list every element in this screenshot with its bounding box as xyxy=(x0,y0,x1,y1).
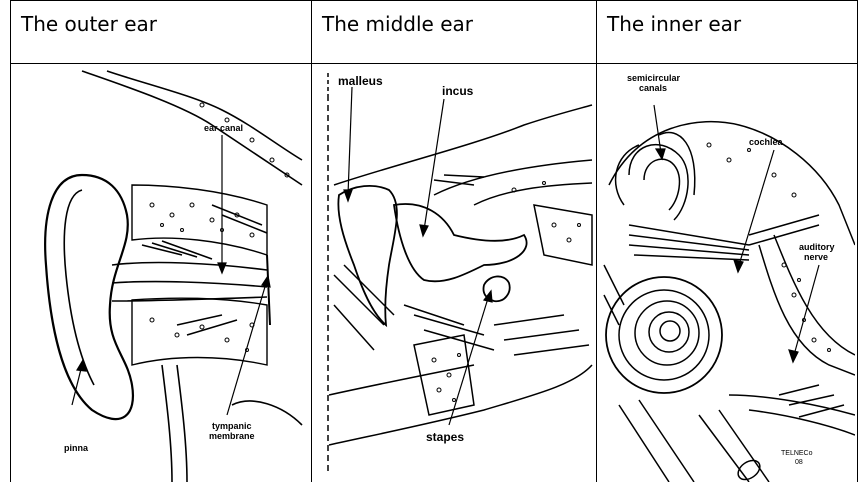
label-auditory-line2: nerve xyxy=(804,252,828,262)
inner-ear-illustration: semicircular canals cochlea auditory ner… xyxy=(599,65,855,482)
column-divider-2 xyxy=(596,0,597,482)
inner-ear-drawing: semicircular canals cochlea auditory ner… xyxy=(599,65,855,482)
header-outer-ear: The outer ear xyxy=(21,12,157,36)
outer-ear-illustration: ear canal pinna tympanic membrane xyxy=(12,65,309,482)
signature-line2: 08 xyxy=(795,459,803,466)
middle-ear-illustration: malleus incus stapes xyxy=(314,65,594,482)
table-border-top xyxy=(10,0,858,1)
label-semicircular-line1: semicircular xyxy=(627,73,681,83)
label-semicircular-line2: canals xyxy=(639,83,667,93)
middle-ear-drawing: malleus incus stapes xyxy=(314,65,594,482)
label-tympanic-line2: membrane xyxy=(209,431,255,441)
header-inner-ear: The inner ear xyxy=(607,12,741,36)
table-border-left xyxy=(10,0,11,482)
outer-ear-drawing: ear canal pinna tympanic membrane xyxy=(12,65,309,482)
label-ear-canal: ear canal xyxy=(204,123,243,133)
label-cochlea: cochlea xyxy=(749,137,784,147)
signature-line1: TELNECo xyxy=(781,450,813,457)
label-malleus: malleus xyxy=(338,74,383,88)
header-middle-ear: The middle ear xyxy=(322,12,473,36)
column-divider-1 xyxy=(311,0,312,482)
header-row-divider xyxy=(10,63,858,64)
label-auditory-line1: auditory xyxy=(799,242,835,252)
label-tympanic-line1: tympanic xyxy=(212,421,252,431)
label-incus: incus xyxy=(442,84,474,98)
ear-comparison-table: The outer ear The middle ear The inner e… xyxy=(10,0,858,482)
table-border-right xyxy=(857,0,858,482)
label-pinna: pinna xyxy=(64,443,89,453)
label-stapes: stapes xyxy=(426,430,464,444)
